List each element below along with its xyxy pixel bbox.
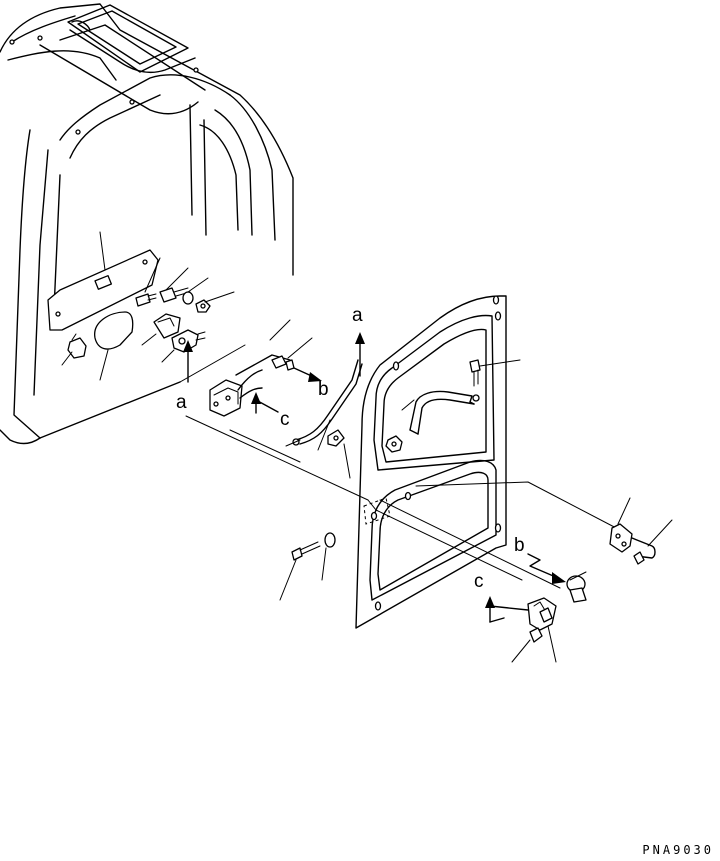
callout-a-top: a xyxy=(352,305,363,326)
screw-lower-left xyxy=(279,541,321,601)
nut-1 xyxy=(195,291,235,313)
spacer-plate xyxy=(141,313,181,346)
door-handle xyxy=(401,390,480,435)
door-lock xyxy=(209,369,263,417)
handle-nut xyxy=(385,435,403,453)
callout-b-right: b xyxy=(514,535,525,556)
arrow-a-upper xyxy=(355,332,365,377)
door-holder xyxy=(609,497,673,565)
callout-a-left: a xyxy=(176,392,187,413)
washer-1 xyxy=(182,277,209,305)
callout-c-right: c xyxy=(474,571,484,592)
bracket-nut xyxy=(511,627,543,663)
cap-nut xyxy=(61,333,87,366)
inner-rod xyxy=(285,359,363,451)
rod-clip xyxy=(327,429,351,479)
cab-frame xyxy=(0,3,294,445)
handle-bolt xyxy=(469,359,521,387)
door-catch xyxy=(566,571,587,603)
callout-c-left: c xyxy=(280,409,290,430)
striker-bracket xyxy=(527,597,557,663)
arrow-c-lower-zigzag xyxy=(251,392,279,414)
striker-plate xyxy=(47,231,159,331)
latch-receiver xyxy=(161,329,206,363)
lock-rod xyxy=(235,319,291,376)
arrow-b-right xyxy=(527,553,566,584)
drawing-id: PNA9030 xyxy=(642,843,714,857)
bolt-top xyxy=(159,267,191,303)
door-panel xyxy=(355,295,507,629)
striker-bolt xyxy=(135,257,161,307)
washer-lower-left xyxy=(321,532,336,581)
knob-b xyxy=(271,337,322,382)
leader-lines xyxy=(185,415,621,589)
arrow-a-lower xyxy=(183,340,193,383)
arrow-c-right xyxy=(485,596,529,623)
door-stopper-cover xyxy=(94,311,134,381)
callout-b-upper: b xyxy=(318,379,329,400)
